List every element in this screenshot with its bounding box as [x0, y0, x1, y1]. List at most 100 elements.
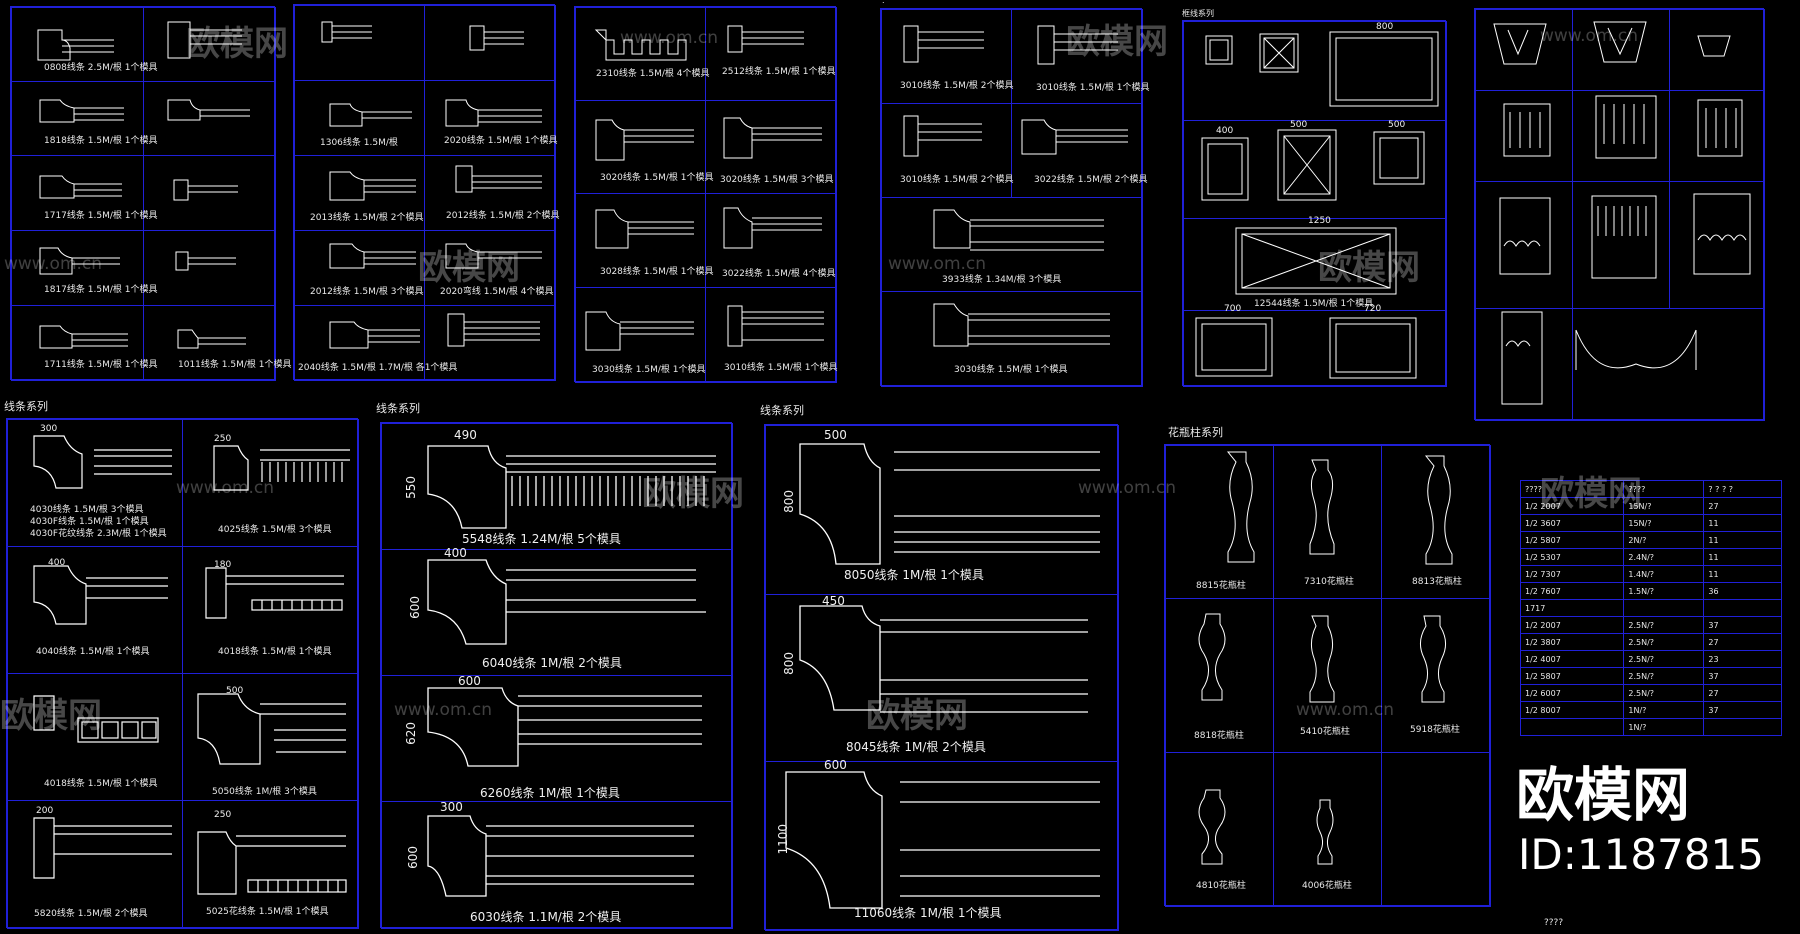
caption: 5820线条 1.5M/根 2个模具	[34, 909, 148, 919]
mid-sheet	[380, 422, 733, 929]
table-cell: 1/2 5807	[1519, 531, 1625, 549]
caption: 12544线条 1.5M/根 1个模具	[1254, 299, 1374, 309]
capital-sheet	[1474, 8, 1765, 421]
caption: 2020弯线 1.5M/根 4个模具	[440, 287, 554, 297]
table-cell: 2.5N/?	[1623, 633, 1705, 651]
table-cell	[1703, 599, 1782, 617]
caption: 3933线条 1.34M/根 3个模具	[942, 275, 1062, 285]
caption: 1711线条 1.5M/根 1个模具	[44, 360, 158, 370]
lower-left-sheet	[6, 418, 359, 929]
dim-label: 400	[48, 558, 66, 568]
caption: 2013线条 1.5M/根 2个模具	[310, 213, 424, 223]
caption: 6040线条 1M/根 2个模具	[482, 656, 622, 670]
caption: 1306线条 1.5M/根	[320, 138, 398, 148]
caption: 4018线条 1.5M/根 1个模具	[218, 647, 332, 657]
top-frame-title-small: .	[882, 0, 885, 5]
dim-label: 490	[454, 428, 477, 442]
cell	[1183, 310, 1447, 387]
watermark-site: www.om.cn	[1078, 478, 1177, 498]
bottom-note: ????	[1544, 918, 1564, 928]
frame-dim: 720	[1364, 304, 1382, 314]
dim-label: 300	[40, 424, 58, 434]
table-cell: 1/2 5307	[1519, 548, 1625, 566]
table-cell: 1/2 7607	[1519, 582, 1625, 600]
dim-label: 180	[214, 560, 232, 570]
caption: 4810花瓶柱	[1196, 881, 1246, 891]
caption: 1818线条 1.5M/根 1个模具	[44, 136, 158, 146]
caption: 3010线条 1.5M/根 1个模具	[1036, 83, 1150, 93]
frame-dim: 1250	[1308, 216, 1331, 226]
table-cell: 15N/?	[1623, 514, 1705, 532]
caption: 5410花瓶柱	[1300, 727, 1350, 737]
table-cell: 11	[1703, 565, 1782, 583]
table-cell: 27	[1703, 633, 1782, 651]
table-cell: 2.5N/?	[1623, 667, 1705, 685]
caption: 2040线条 1.5M/根 1.7M/根 各1个模具	[298, 363, 458, 373]
caption: 2310线条 1.5M/根 4个模具	[596, 69, 710, 79]
dim-label: 200	[36, 806, 54, 816]
watermark-brand: 欧模网	[1540, 474, 1642, 514]
caption: 2020线条 1.5M/根 1个模具	[444, 136, 558, 146]
caption: 8818花瓶柱	[1194, 731, 1244, 741]
table-cell: 1N/?	[1623, 718, 1705, 736]
frame-dim: 500	[1290, 120, 1308, 130]
caption: 4030线条 1.5M/根 3个模具	[30, 505, 144, 515]
caption: 4025线条 1.5M/根 3个模具	[218, 525, 332, 535]
table-cell: 1717	[1519, 599, 1625, 617]
cell	[143, 305, 276, 381]
table-cell: 27	[1703, 497, 1782, 515]
watermark-site: www.om.cn	[1540, 26, 1639, 46]
table-cell: 37	[1703, 667, 1782, 685]
watermark-site: www.om.cn	[888, 254, 987, 274]
table-cell: 1/2 3807	[1519, 633, 1625, 651]
brand-logo-text: 欧模网	[1516, 761, 1691, 829]
caption: 8813花瓶柱	[1412, 577, 1462, 587]
caption: 4030F线条 1.5M/根 1个模具	[30, 517, 149, 527]
frame-dim: 400	[1216, 126, 1234, 136]
table-cell: 2N/?	[1623, 531, 1705, 549]
top-sheet-3	[574, 6, 837, 383]
watermark-site: www.om.cn	[394, 700, 493, 720]
table-cell: 11	[1703, 548, 1782, 566]
id-label: ID:1187815	[1518, 830, 1764, 879]
table-cell: 1/2 2007	[1519, 616, 1625, 634]
dim-label: 600	[824, 758, 847, 772]
cell	[705, 287, 837, 383]
caption: 8050线条 1M/根 1个模具	[844, 568, 984, 582]
dim-label: 600	[458, 674, 481, 688]
caption: 4018线条 1.5M/根 1个模具	[44, 779, 158, 789]
caption: 3028线条 1.5M/根 1个模具	[600, 267, 714, 277]
caption: 5050线条 1M/根 3个模具	[212, 787, 317, 797]
table-cell: 23	[1703, 650, 1782, 668]
table-cell: 11	[1703, 514, 1782, 532]
frame-dim: 800	[1376, 22, 1394, 32]
caption: 2512线条 1.5M/根 1个模具	[722, 67, 836, 77]
table-cell: 1/2 4007	[1519, 650, 1625, 668]
table-cell	[1623, 599, 1705, 617]
dim-label: 450	[822, 594, 845, 608]
table-cell: 37	[1703, 701, 1782, 719]
section-title-mid: 线条系列	[376, 402, 420, 415]
caption: 3022线条 1.5M/根 2个模具	[1034, 175, 1148, 185]
dim-label: 400	[444, 546, 467, 560]
caption: 3022线条 1.5M/根 4个模具	[722, 269, 836, 279]
table-cell: ? ? ? ?	[1703, 480, 1782, 498]
table-cell: 2.5N/?	[1623, 650, 1705, 668]
cell	[881, 291, 1143, 387]
table-cell: 1/2 6007	[1519, 684, 1625, 702]
right-sheet	[764, 424, 1119, 931]
caption: 5918花瓶柱	[1410, 725, 1460, 735]
frame-series-title: 框线系列	[1182, 9, 1214, 18]
watermark-site: www.om.cn	[1296, 700, 1395, 720]
watermark-brand: 欧模网	[642, 474, 744, 514]
watermark-site: www.om.cn	[176, 478, 275, 498]
